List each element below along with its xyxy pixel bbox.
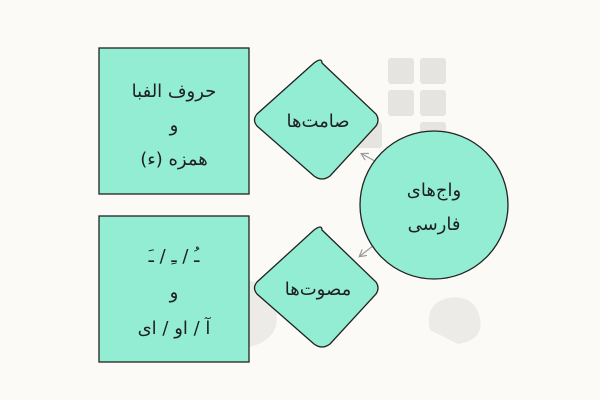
consonants-box-line3: همزه (ء) bbox=[140, 149, 208, 170]
vowels-box-line2: و bbox=[169, 282, 179, 303]
consonants-box-line2: و bbox=[169, 115, 179, 136]
vowels-box-line3: آ / او / ای bbox=[138, 316, 212, 339]
vowels-diamond bbox=[253, 226, 379, 348]
phonemes-circle bbox=[359, 130, 509, 280]
consonants-diamond bbox=[253, 59, 379, 180]
center-line1: واج‌های bbox=[407, 180, 461, 201]
center-line2: فارسی bbox=[408, 214, 461, 235]
consonants-box bbox=[98, 47, 250, 195]
vowels-label: مصوت‌ها bbox=[285, 279, 351, 300]
vowels-box bbox=[98, 215, 250, 363]
consonants-box-line1: حروف الفبا bbox=[132, 81, 217, 102]
consonants-label: صامت‌ها bbox=[286, 111, 349, 132]
vowels-box-line1: ـُ / ـِ / ـَ bbox=[148, 246, 201, 267]
